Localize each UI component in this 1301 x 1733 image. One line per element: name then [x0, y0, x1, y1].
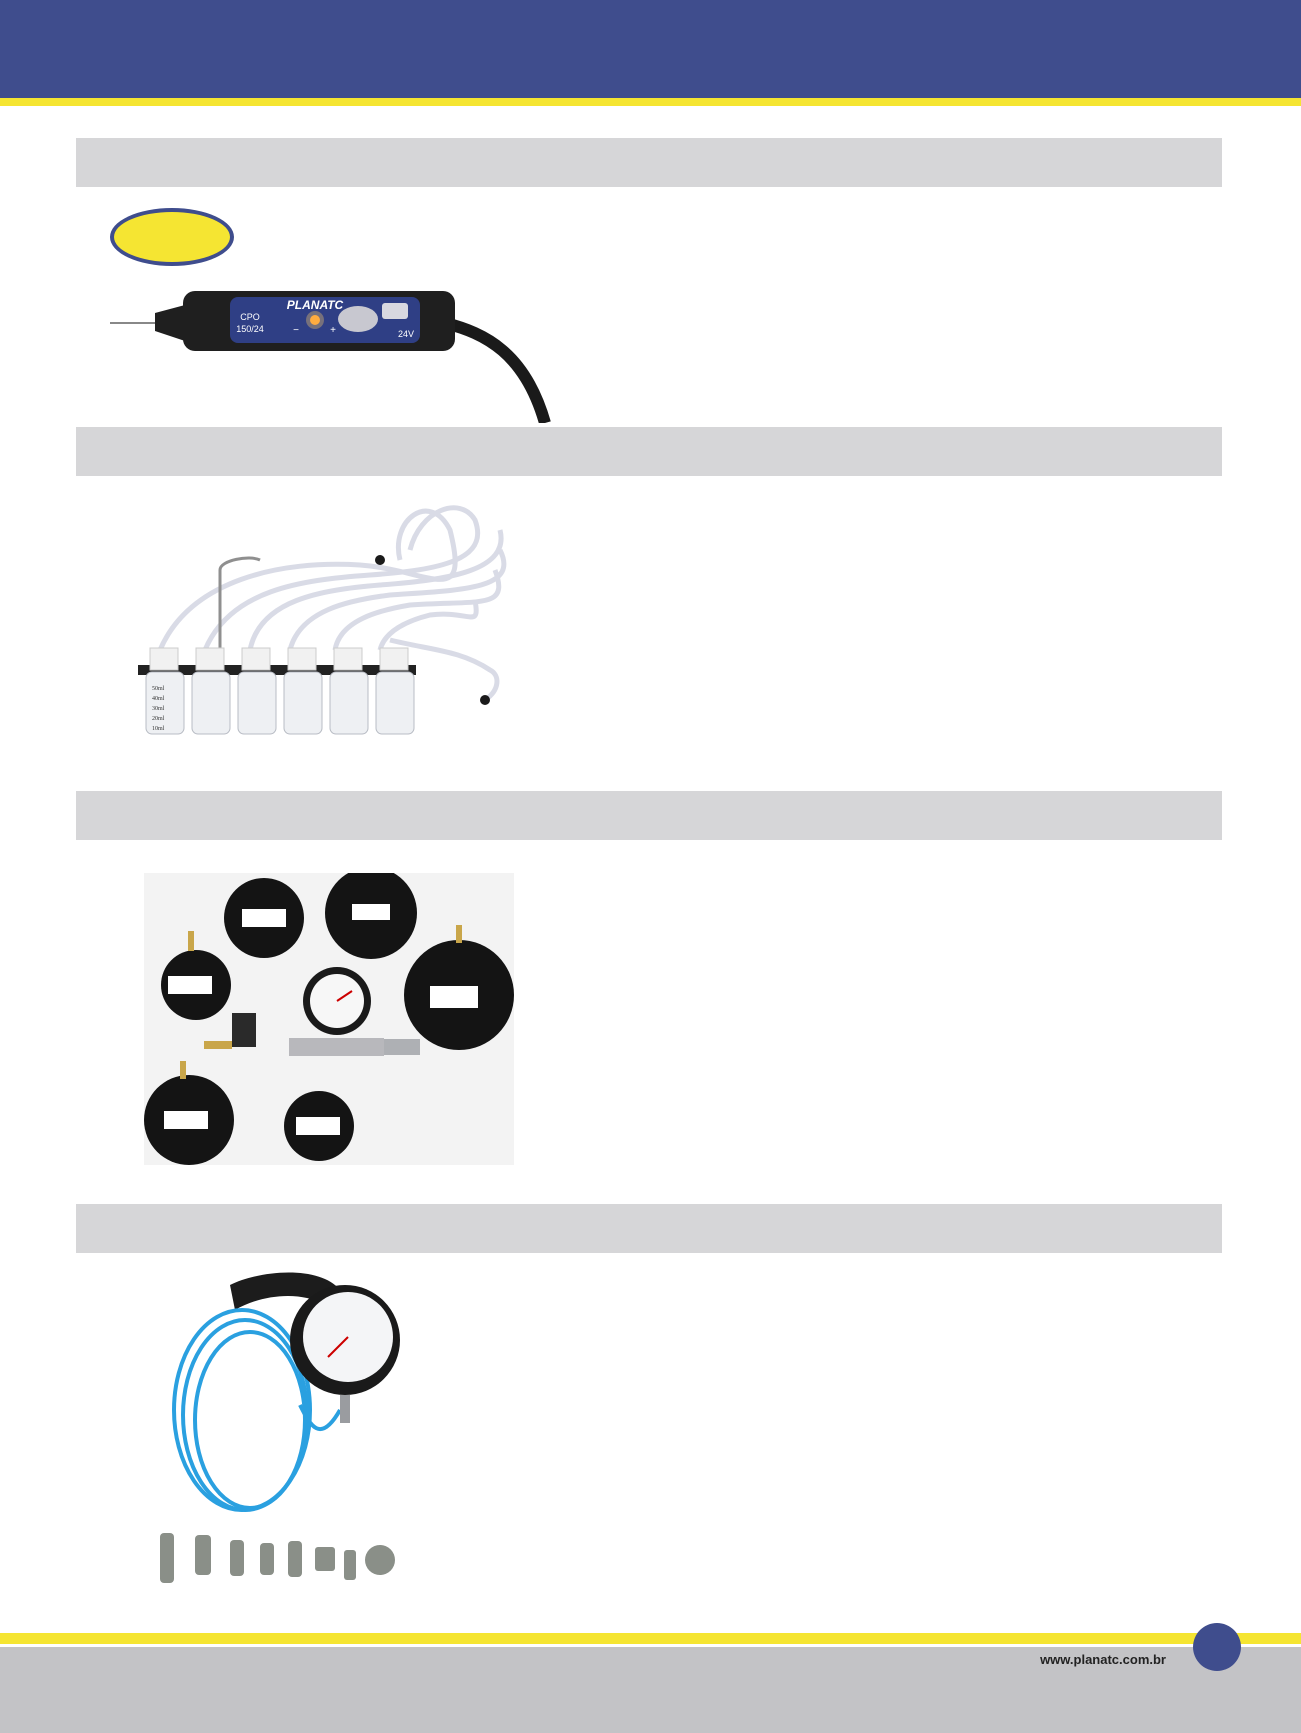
engine-illustration: [338, 306, 378, 332]
header-stripe: [0, 98, 1301, 108]
tester-model-sub-text: 150/24: [236, 324, 264, 334]
fitting-8: [365, 1545, 395, 1575]
tank-cap-adapters-image: [144, 873, 514, 1165]
bottle-3: [237, 647, 277, 735]
quick-coupler: [384, 1039, 420, 1055]
pressure-gauge-kit-image: [160, 1272, 400, 1583]
tester-label-plate: [230, 297, 420, 343]
svg-text:10ml: 10ml: [152, 726, 165, 732]
cap-labels: [164, 904, 478, 1135]
footer-website-url: www.planatc.com.br: [1040, 1652, 1166, 1667]
bottle-rack: [138, 665, 416, 675]
battery-illustration: [382, 303, 408, 319]
header-divider: [0, 106, 1301, 109]
wire-hook: [218, 556, 261, 652]
svg-text:20ml: 20ml: [152, 716, 165, 722]
cap-nipple-3: [180, 1061, 186, 1079]
pressure-regulator: [232, 1013, 256, 1047]
gauge-strap: [230, 1272, 340, 1310]
fitting-7: [344, 1550, 356, 1580]
svg-text:40ml: 40ml: [152, 696, 165, 702]
fitting-3: [230, 1540, 244, 1576]
cap-nipple-1: [188, 931, 194, 951]
indicator-led-glow: [306, 311, 324, 329]
plus-symbol: +: [330, 325, 336, 336]
fittings-row: [160, 1533, 395, 1583]
probe-nose: [155, 305, 185, 341]
hose-clip: [480, 695, 490, 705]
gauge-needle: [336, 990, 353, 1002]
tester-cable: [443, 317, 551, 423]
page-number-dot: [1193, 1623, 1241, 1671]
svg-text:50ml: 50ml: [152, 686, 165, 692]
header-band: [0, 0, 1301, 98]
tester-model-text: CPO: [240, 312, 260, 322]
bottle-1: [145, 647, 185, 735]
bottle-6: [375, 647, 415, 735]
indicator-led: [310, 315, 320, 325]
large-gauge-needle: [327, 1336, 349, 1358]
section-bar-4: [76, 1204, 1222, 1253]
fitting-1: [160, 1533, 174, 1583]
bottle-2: [191, 647, 231, 735]
return-flow-bottles-image: 50ml 40ml 30ml 20ml 10ml: [138, 505, 507, 735]
blue-hose-coil: [172, 1308, 342, 1512]
cap-nipple-2: [456, 925, 462, 943]
manifold-bar: [289, 1038, 384, 1056]
tester-brand-text: PLANATC: [287, 298, 344, 312]
tester-voltage-text: 24V: [398, 329, 414, 339]
fitting-4: [260, 1543, 274, 1575]
fitting-2: [195, 1535, 211, 1575]
hose-clip-2: [375, 555, 385, 565]
highlight-badge: [110, 208, 234, 266]
section-bar-1: [76, 138, 1222, 187]
bottle-row: [145, 647, 415, 735]
svg-text:30ml: 30ml: [152, 706, 165, 712]
polarity-tester-image: PLANATC CPO 150/24 − + 24V: [110, 291, 551, 423]
inlet-fitting: [204, 1041, 232, 1049]
bottle-4: [283, 647, 323, 735]
section-bar-3: [76, 791, 1222, 840]
footer-band: [0, 1647, 1301, 1733]
fitting-5: [288, 1541, 302, 1577]
bottle-5: [329, 647, 369, 735]
gauge-stem: [340, 1395, 350, 1423]
fitting-6: [315, 1547, 335, 1571]
bottle-scale-labels: 50ml 40ml 30ml 20ml 10ml: [152, 686, 165, 732]
footer-stripe: [0, 1633, 1301, 1644]
hose-bundle: [157, 505, 507, 703]
section-bar-2: [76, 427, 1222, 476]
minus-symbol: −: [293, 325, 299, 336]
